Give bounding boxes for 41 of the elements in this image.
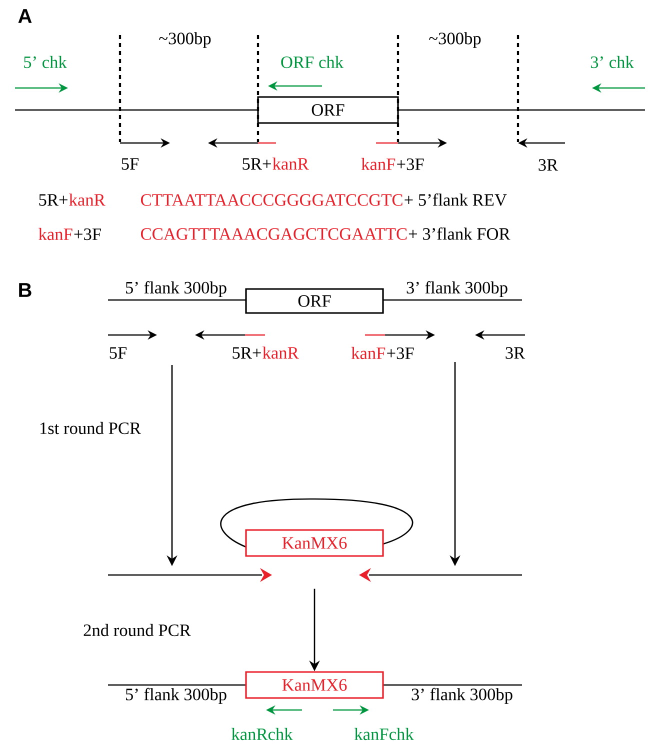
text-label: kanR (262, 346, 299, 359)
text-label: kanR (69, 194, 106, 206)
text-label: ~300bp (159, 32, 211, 48)
text-label: + 5’flank REV (404, 193, 507, 206)
text-label: 5F (122, 158, 139, 170)
text-label: ORF chk (281, 56, 344, 68)
text-label: kanFchk (354, 728, 414, 740)
text-label: 5R+ (232, 347, 261, 359)
gene-box: KanMX6 (245, 529, 384, 557)
pcr-fragment (108, 568, 272, 582)
text-label: +3F (387, 347, 414, 360)
text-label: CCAGTTTAAACGAGCTCGAATTC (140, 228, 407, 240)
panel-letter: A (18, 9, 32, 23)
text-label: 1st round PCR (40, 422, 142, 434)
text-label: 3’ flank 300bp (406, 281, 508, 298)
text-label: +3F (397, 158, 424, 170)
gene-box: ORF (245, 288, 384, 314)
text-label: + 3’flank FOR (408, 227, 510, 240)
text-label: kanF (351, 346, 386, 360)
text-label: kanF (361, 158, 396, 170)
pcr-fragment (359, 568, 522, 582)
panel-letter: B (19, 283, 32, 297)
text-label: kanR (272, 158, 309, 170)
text-label: 3’ chk (590, 56, 634, 68)
text-label: CTTAATTAACCCGGGGATCCGTC (140, 194, 402, 206)
text-label: 3R (506, 347, 526, 359)
text-label: 5’ chk (24, 56, 67, 68)
text-label: 5R+ (242, 158, 271, 170)
text-label: 5’ flank 300bp (126, 688, 226, 704)
text-label: kanRchk (232, 728, 293, 740)
gene-box: KanMX6 (245, 671, 384, 699)
text-label: +3F (74, 228, 101, 240)
text-label: kanF (38, 228, 72, 240)
text-label: 5F (110, 347, 127, 359)
text-label: 5’ flank 300bp (126, 281, 226, 298)
text-label: 3’ flank 300bp (412, 688, 512, 704)
text-label: ~300bp (429, 32, 481, 48)
gene-box: ORF (257, 96, 399, 124)
text-label: 3R (538, 159, 558, 171)
text-label: 2nd round PCR (84, 624, 191, 636)
text-label: 5R+ (39, 194, 68, 206)
